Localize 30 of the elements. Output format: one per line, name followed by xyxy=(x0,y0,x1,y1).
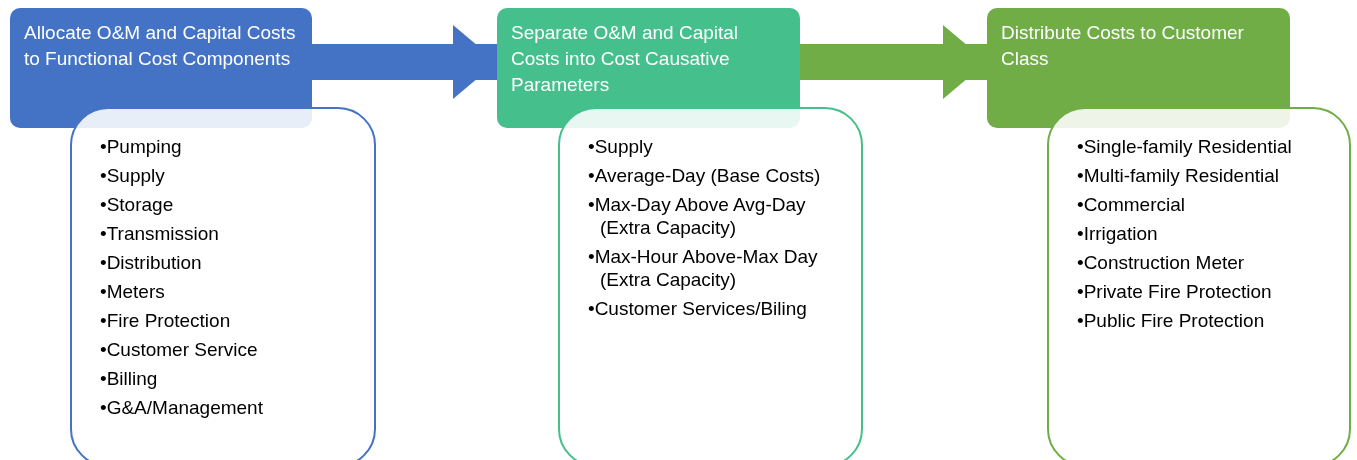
bullet-item: •Meters xyxy=(100,280,166,303)
bullet-item: •Fire Protection xyxy=(100,309,232,332)
bullet-item: •Customer Service xyxy=(100,338,259,361)
bullet-item: •Billing xyxy=(100,367,159,390)
bullet-item: •Private Fire Protection xyxy=(1077,280,1273,303)
bullet-item: •Multi-family Residential xyxy=(1077,164,1280,187)
header-text: Separate O&M and Capital Costs into Cost Causative Parameters xyxy=(511,21,740,97)
bullet-item: •Supply xyxy=(100,164,166,187)
bullet-item: •G&A/Management xyxy=(100,396,264,419)
bullet-item: •Transmission xyxy=(100,222,220,245)
bullet-item: •Average-Day (Base Costs) xyxy=(588,164,822,187)
bullet-item: •Pumping xyxy=(100,135,183,158)
bullet-item: •Irrigation xyxy=(1077,222,1159,245)
bullet-item: •Customer Services/Biling xyxy=(588,297,808,320)
bullet-item: •Construction Meter xyxy=(1077,251,1246,274)
list-card xyxy=(558,107,863,460)
header-text: Distribute Costs to Customer Class xyxy=(1001,21,1245,71)
bullet-item: •Commercial xyxy=(1077,193,1186,216)
bullet-item: •Storage xyxy=(100,193,175,216)
header-text: Allocate O&M and Capital Costs to Functional Cost Components xyxy=(24,21,297,71)
block-arrow xyxy=(800,25,987,99)
bullet-item: •Distribution xyxy=(100,251,203,274)
bullet-item: •Single-family Residential xyxy=(1077,135,1293,158)
bullet-item: •Supply xyxy=(588,135,654,158)
list-card xyxy=(70,107,376,460)
bullet-item: •Public Fire Protection xyxy=(1077,309,1266,332)
bullet-item: •Max-Hour Above-Max Day (Extra Capacity) xyxy=(588,245,819,291)
bullet-item: •Max-Day Above Avg-Day (Extra Capacity) xyxy=(588,193,807,239)
block-arrow xyxy=(312,25,497,99)
list-card xyxy=(1047,107,1351,460)
